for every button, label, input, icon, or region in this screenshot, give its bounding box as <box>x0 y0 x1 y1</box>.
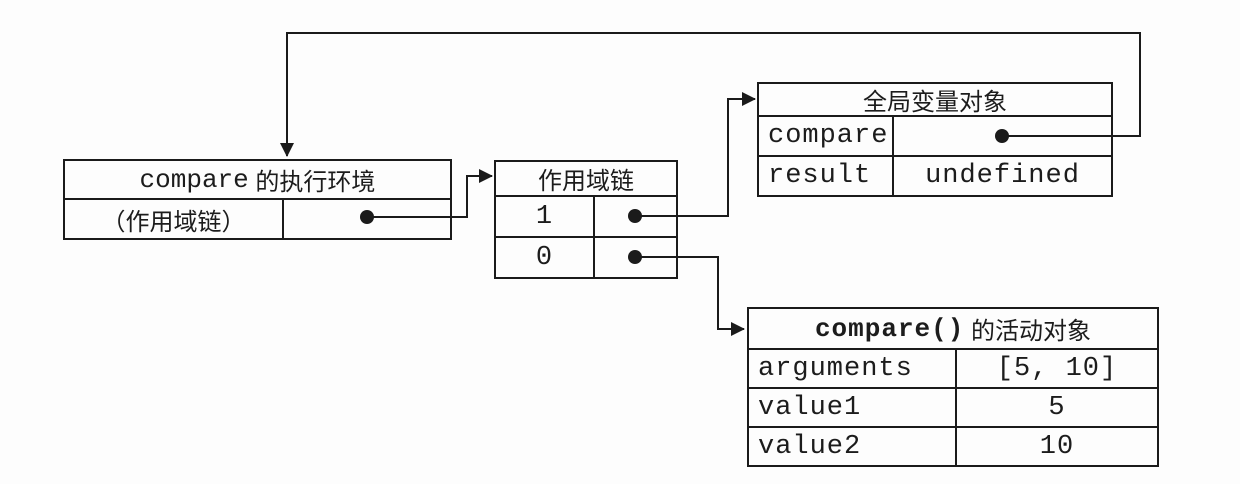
execution-context-scope-chain-row: （作用域链） <box>65 200 450 238</box>
global-variable-object-box: 全局变量对象 compare result undefined <box>757 82 1113 197</box>
scope-chain-slot-0-pointer-cell <box>595 238 676 277</box>
global-compare-pointer-cell <box>894 117 1111 155</box>
activation-value2-value: 10 <box>1039 431 1075 462</box>
activation-arguments-value: [5, 10] <box>996 353 1118 384</box>
global-result-row: result undefined <box>759 155 1111 195</box>
global-compare-row: compare <box>759 117 1111 155</box>
activation-value1-value: 5 <box>1048 392 1066 423</box>
global-result-label: result <box>759 157 894 195</box>
execution-context-title-code: compare <box>139 164 249 195</box>
execution-context-scope-chain-label: （作用域链） <box>65 200 284 238</box>
execution-context-pointer-cell <box>284 200 450 238</box>
activation-object-title-cn: 的活动对象 <box>964 318 1092 345</box>
activation-value2-label: value2 <box>749 428 957 465</box>
scope-chain-slot-1-row: 1 <box>496 197 676 236</box>
scope-chain-slot-0-row: 0 <box>496 236 676 277</box>
execution-context-title: compare 的执行环境 <box>65 161 450 200</box>
activation-arguments-label: arguments <box>749 350 957 387</box>
scope-chain-slot-1-pointer-cell <box>595 197 676 236</box>
execution-context-title-cn: 的执行环境 <box>248 169 376 196</box>
activation-object-box: compare() 的活动对象 arguments [5, 10] value1… <box>747 307 1159 467</box>
global-compare-label: compare <box>759 117 894 155</box>
execution-context-box: compare 的执行环境 （作用域链） <box>63 159 452 240</box>
global-variable-object-title: 全局变量对象 <box>759 84 1111 117</box>
scope-chain-slot-0-label: 0 <box>496 238 595 277</box>
activation-value1-label: value1 <box>749 389 957 426</box>
activation-value2-row: value2 10 <box>749 426 1157 465</box>
scope-chain-box: 作用域链 1 0 <box>494 160 678 279</box>
activation-object-title-code: compare() <box>814 313 965 344</box>
scope-chain-title: 作用域链 <box>496 162 676 197</box>
activation-value1-row: value1 5 <box>749 387 1157 426</box>
activation-arguments-row: arguments [5, 10] <box>749 350 1157 387</box>
activation-object-title: compare() 的活动对象 <box>749 309 1157 350</box>
scope-chain-slot-1-label: 1 <box>496 197 595 236</box>
global-result-value: undefined <box>925 161 1080 191</box>
